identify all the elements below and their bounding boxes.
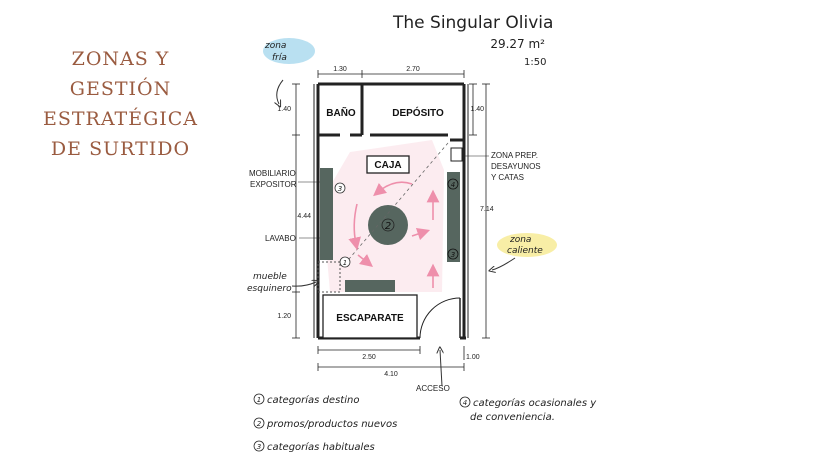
- svg-text:de conveniencia.: de conveniencia.: [470, 412, 555, 423]
- label-mobiliario-line2: EXPOSITOR: [250, 180, 297, 189]
- label-zona-prep-line2: DESAYUNOS: [491, 162, 541, 171]
- legend-item-2: 2 promos/productos nuevos: [253, 417, 397, 430]
- svg-text:categorías destino: categorías destino: [267, 394, 359, 406]
- svg-text:1: 1: [257, 396, 261, 404]
- plan-scale: 1:50: [524, 57, 547, 68]
- svg-text:3: 3: [451, 251, 455, 259]
- svg-text:2: 2: [257, 420, 262, 428]
- zone-caliente-highlight: [497, 233, 557, 257]
- dim-top-right: 2.70: [406, 66, 420, 73]
- label-zona-prep-line1: ZONA PREP.: [491, 151, 538, 160]
- plan-title: The Singular Olivia: [393, 13, 554, 33]
- center-table: [368, 205, 408, 245]
- interior-walls: [318, 84, 464, 142]
- label-zona-fria-line1: zona: [264, 41, 286, 51]
- dim-left-upper: 1.40: [277, 106, 291, 113]
- room-bano: BAÑO: [326, 106, 356, 119]
- svg-text:categorías ocasionales y: categorías ocasionales y: [473, 397, 597, 409]
- svg-text:promos/productos nuevos: promos/productos nuevos: [266, 419, 397, 430]
- svg-text:4: 4: [451, 181, 455, 189]
- room-caja: CAJA: [374, 160, 401, 171]
- dim-bottom-total: 4.10: [384, 371, 398, 378]
- legend-item-3: 3 categorías habituales: [253, 440, 375, 453]
- handwritten-arrows: [277, 79, 516, 387]
- svg-text:categorías habituales: categorías habituales: [267, 441, 375, 453]
- category-marker-3-right: 3: [447, 248, 459, 260]
- side-title-line: DE SURTIDO: [50, 138, 191, 160]
- category-marker-2: 2: [381, 218, 395, 232]
- legend-item-4: 4 categorías ocasionales y de convenienc…: [459, 396, 597, 423]
- door-swing: [419, 297, 461, 339]
- category-marker-3: 3: [334, 182, 346, 194]
- label-zona-caliente-line2: caliente: [507, 246, 543, 256]
- svg-text:2: 2: [385, 221, 391, 232]
- category-marker-4: 4: [447, 178, 459, 190]
- label-mueble-line2: esquinero: [247, 284, 292, 294]
- zona-prep-counter: [450, 147, 463, 162]
- right-shelf: [447, 172, 460, 262]
- label-zona-fria-line2: fría: [272, 53, 287, 63]
- label-zona-caliente-line1: zona: [509, 235, 531, 245]
- side-title-line: GESTIÓN: [69, 78, 172, 100]
- dim-left-mid: 4.44: [297, 213, 311, 220]
- category-marker-1: 1: [339, 256, 351, 268]
- zone-fria-highlight: [263, 38, 315, 64]
- label-mobiliario-line1: MOBILIARIO: [249, 169, 296, 178]
- caja-box: [366, 155, 410, 174]
- dim-right-upper: 1.40: [470, 106, 484, 113]
- label-mueble-line1: mueble: [253, 272, 287, 282]
- dim-left-lower: 1.20: [277, 313, 291, 320]
- room-escaparate: ESCAPARATE: [336, 313, 404, 324]
- plan-area: 29.27 m²: [490, 37, 545, 51]
- dim-bottom-inner: 2.50: [362, 354, 376, 361]
- room-deposito: DEPÓSITO: [392, 106, 444, 119]
- legend-item-1: 1 categorías destino: [253, 393, 359, 406]
- side-title-line: ESTRATÉGICA: [42, 108, 199, 130]
- dim-right-total: 7.14: [480, 206, 494, 213]
- svg-text:4: 4: [463, 399, 467, 407]
- legend: 1 categorías destino 2 promos/productos …: [253, 393, 597, 453]
- label-zona-prep-line3: Y CATAS: [491, 173, 524, 182]
- mobiliario-expositor-shelf: [320, 168, 333, 260]
- label-acceso: ACCESO: [416, 384, 450, 393]
- svg-text:1: 1: [343, 259, 347, 267]
- svg-text:3: 3: [257, 443, 261, 451]
- dimension-labels: 1.30 2.70 1.40 1.40 4.44 7.14 1.20 2.50 …: [277, 66, 493, 378]
- svg-text:3: 3: [338, 185, 342, 193]
- bottom-shelf: [345, 280, 395, 292]
- escaparate-box: [322, 294, 418, 339]
- flow-arrows: [348, 181, 440, 288]
- dim-bottom-door: 1.00: [466, 354, 480, 361]
- side-title-line: ZONAS Y: [71, 48, 170, 70]
- label-lavabo: LAVABO: [265, 234, 296, 243]
- mueble-esquinero: [317, 261, 341, 293]
- side-title: ZONAS Y GESTIÓN ESTRATÉGICA DE SURTIDO: [38, 44, 203, 164]
- dimension-lines: [292, 70, 490, 371]
- dim-top-left: 1.30: [333, 66, 347, 73]
